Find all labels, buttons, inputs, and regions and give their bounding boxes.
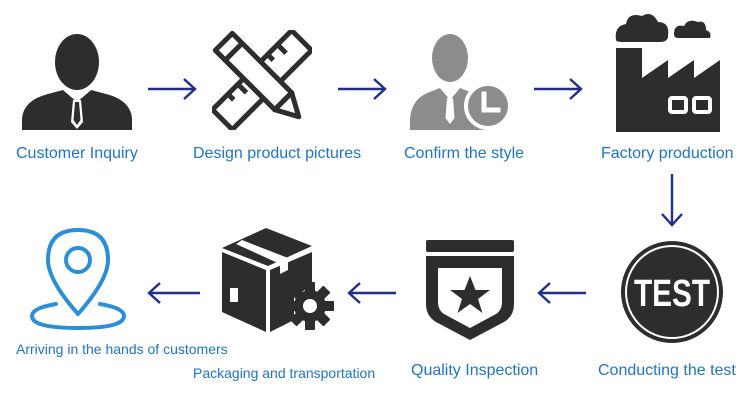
arrow-down-icon	[661, 174, 683, 227]
arrow-right-icon	[338, 78, 387, 100]
step-label-factory-production: Factory production	[601, 145, 734, 162]
step-label-arriving-in-the-hands-of-customers: Arriving in the hands of customers	[16, 341, 228, 357]
test-badge-icon: TEST	[621, 241, 723, 343]
step-label-customer-inquiry: Customer Inquiry	[16, 145, 138, 162]
person-clock-icon	[410, 34, 512, 130]
step-label-quality-inspection: Quality Inspection	[411, 362, 539, 379]
step-label-packaging-and-transportation: Packaging and transportation	[193, 365, 376, 381]
test-badge-text: TEST	[634, 273, 710, 315]
arrow-left-icon	[537, 282, 586, 304]
arrow-right-icon	[148, 78, 197, 100]
arrow-left-icon	[347, 282, 396, 304]
star-shield-icon	[426, 240, 514, 340]
factory-icon	[615, 14, 720, 132]
businessman-icon	[22, 34, 132, 130]
arrow-right-icon	[534, 78, 583, 100]
box-gear-icon	[222, 228, 334, 332]
pencil-ruler-icon	[212, 30, 312, 130]
step-label-conducting-the-test: Conducting the test	[598, 362, 736, 379]
step-label-design-product-pictures: Design product pictures	[193, 145, 362, 162]
arrow-left-icon	[147, 282, 200, 304]
location-pin-icon	[29, 228, 127, 331]
step-label-confirm-the-style: Confirm the style	[404, 145, 525, 162]
